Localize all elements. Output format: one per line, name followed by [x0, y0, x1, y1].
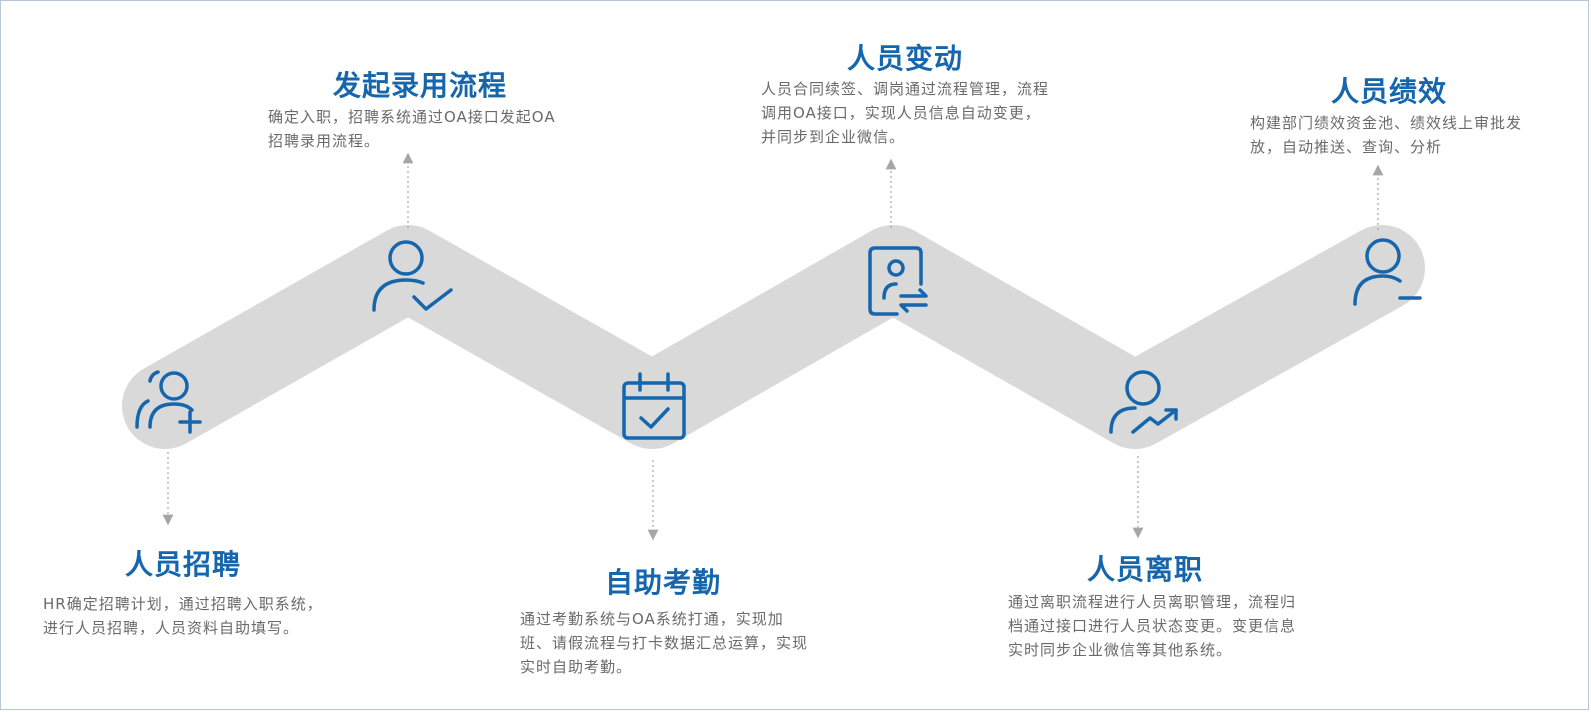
step-desc-recruit: HR确定招聘计划，通过招聘入职系统，进行人员招聘，人员资料自助填写。: [43, 595, 323, 637]
calendar-check-icon: [622, 372, 686, 440]
add-users-icon: [135, 370, 202, 434]
step-desc-hire: 确定入职，招聘系统通过OA接口发起OA招聘录用流程。: [268, 108, 556, 150]
step-title-performance: 人员绩效: [1330, 75, 1447, 108]
step-desc-performance: 构建部门绩效资金池、绩效线上审批发放，自动推送、查询、分析: [1250, 114, 1523, 156]
user-transfer-icon: [868, 246, 928, 316]
user-minus-icon: [1353, 238, 1422, 306]
step-desc-attendance: 通过考勤系统与OA系统打通，实现加班、请假流程与打卡数据汇总运算，实现实时自助考…: [520, 610, 809, 676]
user-trend-icon: [1109, 370, 1178, 434]
step-desc-resign: 通过离职流程进行人员离职管理，流程归档通过接口进行人员状态变更。变更信息实时同步…: [1008, 593, 1297, 659]
step-title-change: 人员变动: [846, 42, 963, 75]
user-check-icon: [372, 240, 453, 312]
step-title-attendance: 自助考勤: [604, 566, 721, 599]
step-title-resign: 人员离职: [1086, 553, 1203, 586]
step-title-hire: 发起录用流程: [332, 69, 507, 102]
zigzag-band: [122, 225, 1425, 449]
step-title-recruit: 人员招聘: [124, 548, 241, 581]
step-desc-change: 人员合同续签、调岗通过流程管理，流程调用OA接口，实现人员信息自动变更，并同步到…: [761, 80, 1050, 146]
